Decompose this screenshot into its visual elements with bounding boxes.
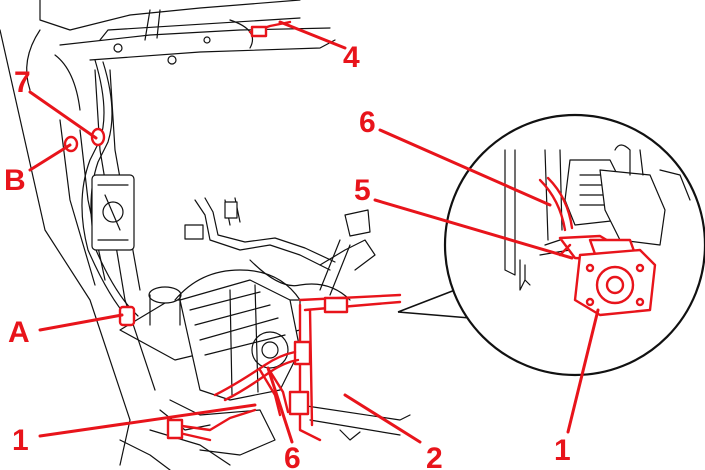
highlighted-components (63, 20, 402, 442)
callout-5: 5 (354, 174, 371, 207)
callout-a: A (8, 316, 30, 349)
detail-inset (397, 113, 705, 377)
inset-hose-6 (538, 178, 567, 232)
inset-compressor (573, 248, 657, 317)
callout-6-top: 6 (359, 106, 376, 139)
pipe-2-fitting (323, 296, 349, 314)
callout-6-bottom: 6 (284, 442, 301, 470)
callout-b: B (4, 164, 26, 197)
callout-1-left: 1 (12, 424, 29, 457)
callout-1-right: 1 (554, 434, 571, 467)
hose-1 (213, 350, 297, 397)
leader-lines (28, 20, 600, 444)
pipe-2-top (298, 293, 402, 302)
callout-2: 2 (426, 442, 443, 470)
callout-4: 4 (343, 41, 360, 74)
callout-7: 7 (14, 66, 31, 99)
pipe-4-fitting (250, 25, 268, 38)
callout-labels: 4 7 B A 6 5 1 2 6 1 (4, 41, 571, 470)
